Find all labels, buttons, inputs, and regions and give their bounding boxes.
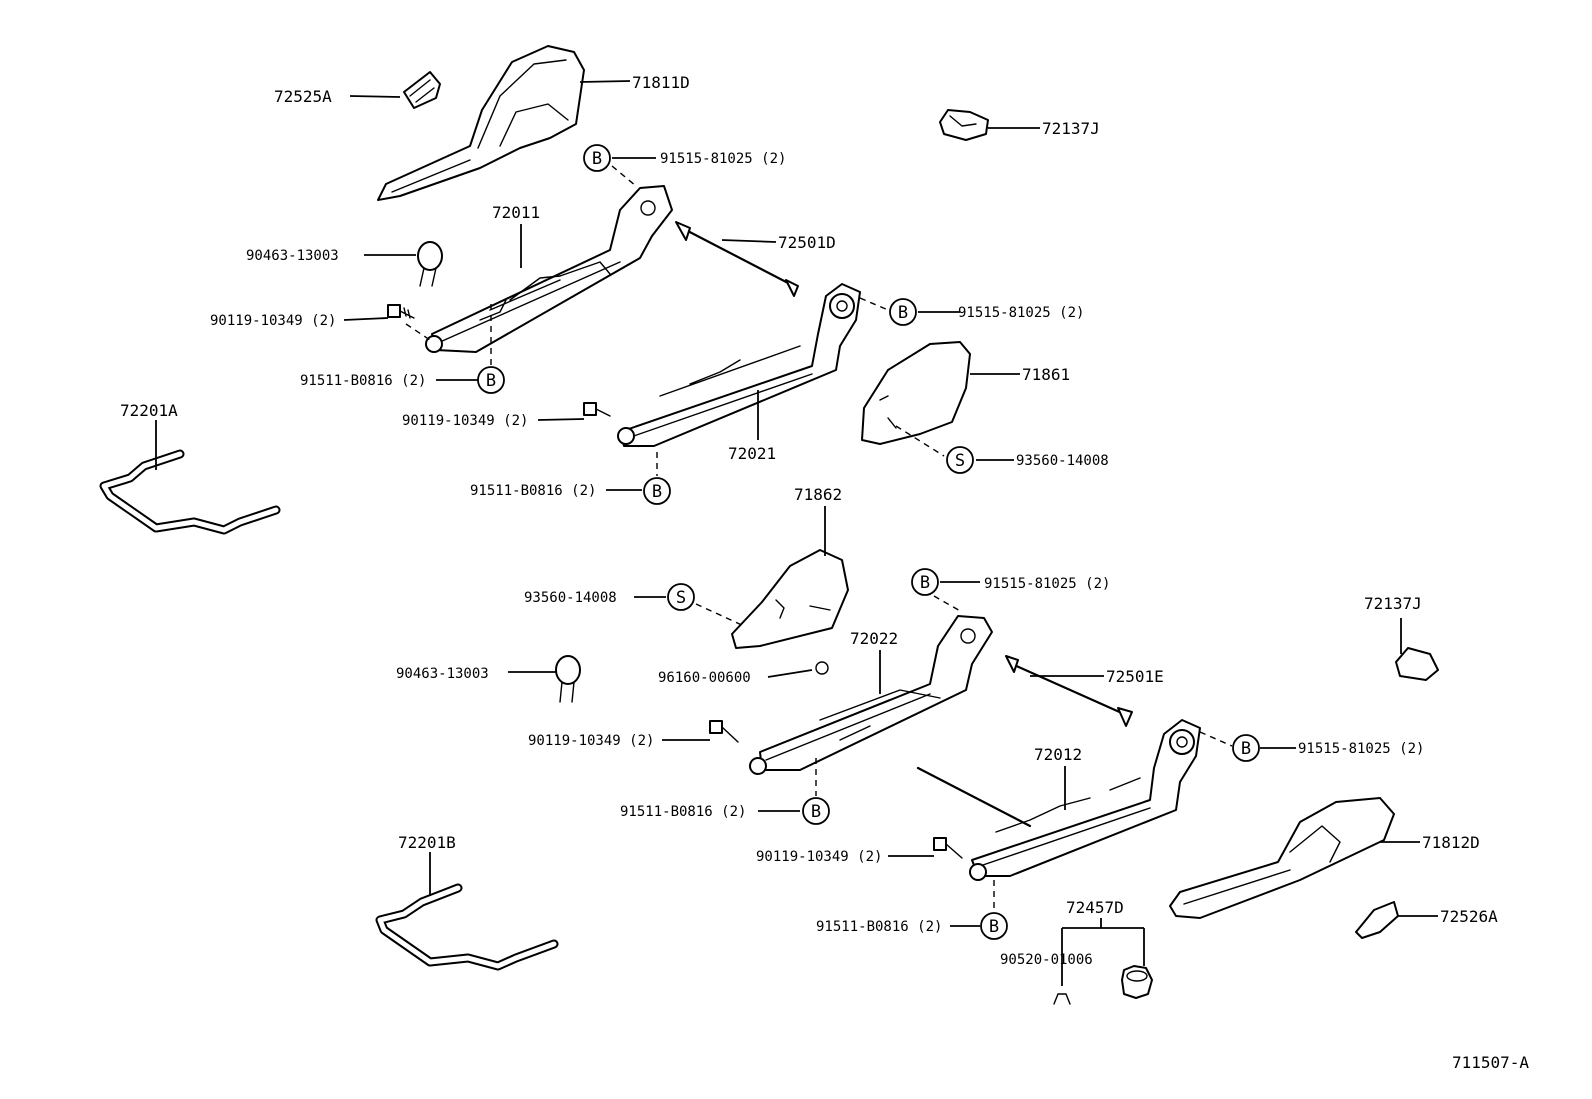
label-72457D: 72457D <box>1066 898 1124 917</box>
svg-text:B: B <box>898 303 908 323</box>
svg-text:B: B <box>486 371 496 391</box>
label-72201A: 72201A <box>120 401 178 420</box>
label-91515-81025-4: 91515-81025 (2) <box>1298 741 1424 757</box>
label-90463-13003-upper: 90463-13003 <box>246 248 339 264</box>
label-93560-14008-2: 93560-14008 <box>524 590 617 606</box>
svg-text:B: B <box>1241 739 1251 759</box>
part-90463-upper-drawing <box>417 241 443 287</box>
label-91515-81025-2: 91515-81025 (2) <box>958 305 1084 321</box>
part-72021-drawing <box>617 283 861 447</box>
label-90463-13003-lower: 90463-13003 <box>396 666 489 682</box>
part-71811D-drawing <box>377 45 585 201</box>
label-90119-10349-3: 90119-10349 (2) <box>528 733 654 749</box>
label-91515-81025-1: 91515-81025 (2) <box>660 151 786 167</box>
callout-markers: B B B S B B S B B B <box>477 144 1260 940</box>
svg-text:B: B <box>592 149 602 169</box>
label-91511-B0816-1: 91511-B0816 (2) <box>300 373 426 389</box>
label-72021: 72021 <box>728 444 776 463</box>
svg-text:B: B <box>652 482 662 502</box>
label-72011: 72011 <box>492 203 540 222</box>
part-71812D-drawing <box>1169 797 1395 919</box>
figure-id: 711507-A <box>1452 1053 1529 1072</box>
part-72022-drawing <box>749 615 993 775</box>
svg-text:B: B <box>811 802 821 822</box>
leader-lines <box>155 80 1438 986</box>
label-90119-10349-4: 90119-10349 (2) <box>756 849 882 865</box>
callout-b-7: B <box>802 797 830 825</box>
label-72501D: 72501D <box>778 233 836 252</box>
part-96160-drawing <box>815 661 829 675</box>
label-71861: 71861 <box>1022 365 1070 384</box>
label-72137J-upper: 72137J <box>1042 119 1100 138</box>
callout-s-1: S <box>946 446 974 474</box>
callout-b-1: B <box>583 144 611 172</box>
part-72501E-drawing <box>1005 655 1133 727</box>
part-71862-drawing <box>731 549 849 649</box>
label-71812D: 71812D <box>1422 833 1480 852</box>
label-90119-10349-1: 90119-10349 (2) <box>210 313 336 329</box>
part-90119-middle-drawing <box>583 402 611 417</box>
label-91515-81025-3: 91515-81025 (2) <box>984 576 1110 592</box>
callout-b-6: B <box>1232 734 1260 762</box>
label-93560-14008-1: 93560-14008 <box>1016 453 1109 469</box>
part-labels: 72525A 71811D 72137J 91515-81025 (2) 720… <box>120 73 1529 1072</box>
label-72526A: 72526A <box>1440 907 1498 926</box>
label-72137J-lower: 72137J <box>1364 594 1422 613</box>
part-72137J-upper-drawing <box>939 109 989 141</box>
svg-text:B: B <box>989 917 999 937</box>
svg-text:S: S <box>676 588 686 608</box>
part-90520-drawing <box>1053 993 1071 1005</box>
part-72137J-lower-drawing <box>1395 647 1439 681</box>
label-91511-B0816-4: 91511-B0816 (2) <box>816 919 942 935</box>
part-72525A-drawing <box>403 71 441 109</box>
label-72501E: 72501E <box>1106 667 1164 686</box>
part-72201A-drawing <box>99 449 281 535</box>
part-72457D-knob-drawing <box>1121 965 1153 999</box>
part-72201B-drawing <box>375 883 559 971</box>
callout-s-2: S <box>667 583 695 611</box>
part-72012-drawing <box>916 719 1201 881</box>
label-72012: 72012 <box>1034 745 1082 764</box>
label-91511-B0816-2: 91511-B0816 (2) <box>470 483 596 499</box>
part-72526A-drawing <box>1355 901 1399 939</box>
label-91511-B0816-3: 91511-B0816 (2) <box>620 804 746 820</box>
label-90520-01006: 90520-01006 <box>1000 952 1093 968</box>
part-72501D-drawing <box>675 221 799 297</box>
callout-b-2: B <box>889 298 917 326</box>
callout-b-4: B <box>643 477 671 505</box>
callout-b-5: B <box>911 568 939 596</box>
part-72011-drawing <box>425 185 673 353</box>
part-90119-upper-drawing <box>387 304 415 319</box>
label-71811D: 71811D <box>632 73 690 92</box>
part-90463-lower-drawing <box>555 655 581 703</box>
label-72201B: 72201B <box>398 833 456 852</box>
label-96160-00600: 96160-00600 <box>658 670 751 686</box>
label-71862: 71862 <box>794 485 842 504</box>
svg-text:B: B <box>920 573 930 593</box>
label-72022: 72022 <box>850 629 898 648</box>
callout-b-8: B <box>980 912 1008 940</box>
callout-b-3: B <box>477 366 505 394</box>
label-72525A: 72525A <box>274 87 332 106</box>
part-90119-lower-left-drawing <box>709 720 739 743</box>
label-90119-10349-2: 90119-10349 (2) <box>402 413 528 429</box>
part-90119-lower-right-drawing <box>933 837 963 859</box>
part-71861-drawing <box>861 341 971 445</box>
svg-text:S: S <box>955 451 965 471</box>
